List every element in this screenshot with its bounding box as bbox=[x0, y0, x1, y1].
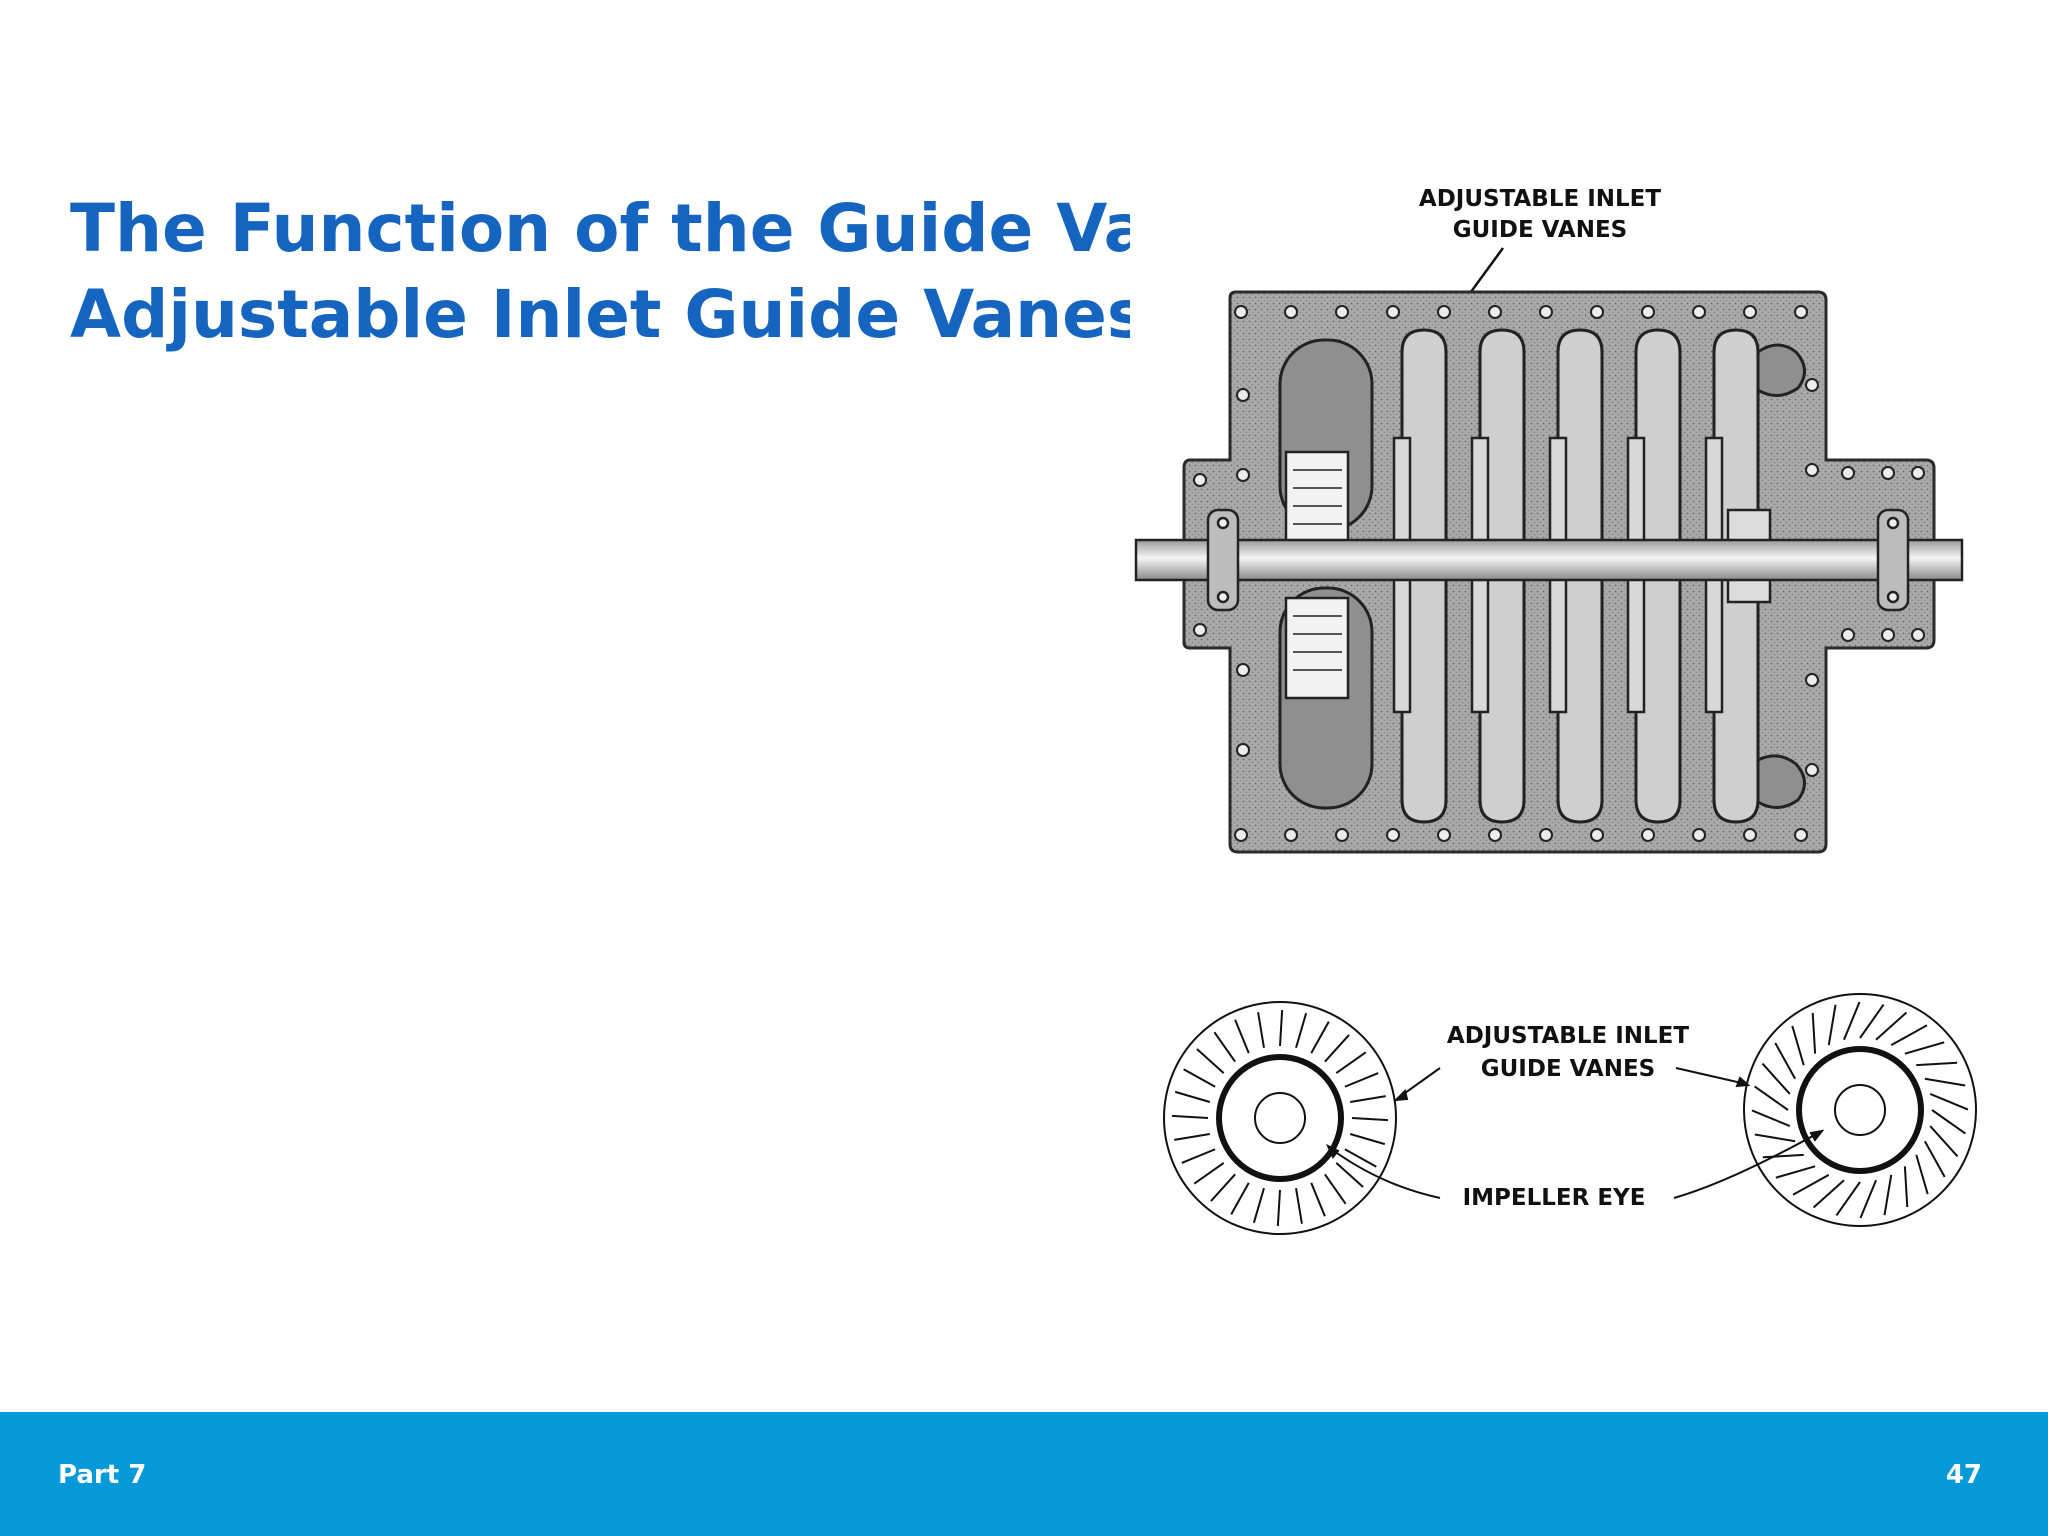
guide-vane-blade bbox=[1751, 1109, 1791, 1127]
guide-vane-blade bbox=[1843, 1001, 1861, 1041]
footer-bar: Part 7 47 bbox=[0, 1412, 2048, 1536]
guide-vane-blade bbox=[1171, 1114, 1209, 1119]
guide-vane-blade bbox=[1335, 1051, 1367, 1074]
diffuser-passages bbox=[1400, 328, 1806, 824]
guide-vane-blade bbox=[1929, 1125, 1959, 1158]
guide-vane-blade bbox=[1811, 1012, 1817, 1054]
guide-vane-blade bbox=[1859, 1004, 1885, 1039]
slide-page-number: 47 bbox=[1945, 1460, 1982, 1490]
guide-vane-blade bbox=[1252, 1187, 1265, 1224]
guide-vane-blade bbox=[1230, 1182, 1250, 1215]
inlet-guide-vanes-diagram: ADJUSTABLE INLET GUIDE VANES IMPELLER EY… bbox=[1163, 993, 1977, 1235]
guide-vane-blade bbox=[1324, 1034, 1350, 1063]
guide-vane-blade bbox=[1890, 1024, 1928, 1047]
guide-vane-blade bbox=[1350, 1095, 1386, 1103]
guide-vane-blade bbox=[1210, 1173, 1236, 1202]
guide-vane-blade bbox=[1344, 1072, 1379, 1088]
guide-vane-blade bbox=[1183, 1068, 1216, 1088]
guide-vane-blade bbox=[1213, 1031, 1236, 1063]
shaft-bearings bbox=[1206, 508, 1910, 612]
guide-vane-blade bbox=[1193, 1162, 1225, 1185]
casing-label-line-1: ADJUSTABLE INLET bbox=[1419, 186, 1661, 212]
guide-vane-blade bbox=[1335, 1162, 1364, 1188]
guide-vane-blade bbox=[1310, 1021, 1330, 1054]
guide-vane-blade bbox=[1181, 1148, 1216, 1164]
guide-vane-blade bbox=[1349, 1133, 1386, 1146]
guide-vane-blade bbox=[1775, 1165, 1816, 1179]
guide-vane-blade bbox=[1812, 1179, 1845, 1209]
guide-vane-blade bbox=[1174, 1090, 1211, 1103]
guide-vane-blade bbox=[1903, 1166, 1909, 1208]
guide-vane-blade bbox=[1754, 1133, 1796, 1143]
guide-vane-blade bbox=[1762, 1153, 1804, 1159]
guide-vane-blade bbox=[1859, 1179, 1877, 1219]
title-line-1: The Function of the Guide Vane bbox=[70, 190, 1130, 267]
guide-vane-blade bbox=[1754, 1085, 1789, 1111]
guide-vane-blade bbox=[1276, 1189, 1281, 1227]
guide-vane-blade bbox=[1344, 1148, 1377, 1168]
impeller-eye-label: IMPELLER EYE bbox=[1463, 1185, 1646, 1211]
guide-vane-blade bbox=[1931, 1109, 1966, 1135]
guide-vane-blade bbox=[1792, 1173, 1830, 1196]
vane-disc-right bbox=[1743, 993, 1977, 1227]
vane-disc-left bbox=[1163, 1001, 1397, 1235]
guide-vane-blade bbox=[1883, 1174, 1893, 1216]
vanes-label-line-2: GUIDE VANES bbox=[1481, 1056, 1656, 1082]
guide-vane-blade bbox=[1310, 1182, 1326, 1217]
guide-vane-blade bbox=[1774, 1042, 1797, 1080]
guide-vane-blade bbox=[1257, 1012, 1265, 1048]
guide-vane-blade bbox=[1923, 1140, 1946, 1178]
vanes-label-line-1: ADJUSTABLE INLET bbox=[1447, 1023, 1689, 1049]
drive-shaft bbox=[1134, 538, 1964, 582]
guide-vane-blade bbox=[1279, 1009, 1284, 1047]
label-leaders bbox=[1325, 1067, 1825, 1199]
guide-vane-blade bbox=[1875, 1011, 1908, 1041]
title-line-2: Adjustable Inlet Guide Vanes bbox=[70, 276, 1130, 353]
guide-vane-blade bbox=[1791, 1025, 1805, 1066]
guide-vane-blade bbox=[1234, 1019, 1250, 1054]
guide-vane-blade bbox=[1295, 1188, 1303, 1224]
guide-vane-blade bbox=[1761, 1062, 1791, 1095]
compressor-casing-diagram: ADJUSTABLE INLET GUIDE VANES bbox=[1134, 186, 1964, 854]
guide-vane-blade bbox=[1174, 1133, 1210, 1141]
guide-vane-blade bbox=[1915, 1154, 1929, 1195]
slide-title: The Function of the Guide Vane Adjustabl… bbox=[70, 186, 1130, 358]
guide-vane-blade bbox=[1929, 1093, 1969, 1111]
guide-vane-blade bbox=[1904, 1041, 1945, 1055]
casing-label-line-2: GUIDE VANES bbox=[1453, 217, 1628, 243]
casing-bolt-holes bbox=[1193, 305, 1925, 842]
guide-vane-blade bbox=[1827, 1004, 1837, 1046]
guide-vane-blade bbox=[1351, 1117, 1389, 1122]
guide-vane-blade bbox=[1324, 1173, 1347, 1205]
guide-vane-blade bbox=[1196, 1048, 1225, 1074]
footer-section-label: Part 7 bbox=[58, 1460, 147, 1490]
guide-vane-blade bbox=[1916, 1061, 1958, 1067]
guide-vane-blade bbox=[1924, 1077, 1966, 1087]
guide-vane-blade bbox=[1835, 1181, 1861, 1216]
guide-vane-blade bbox=[1295, 1012, 1308, 1049]
